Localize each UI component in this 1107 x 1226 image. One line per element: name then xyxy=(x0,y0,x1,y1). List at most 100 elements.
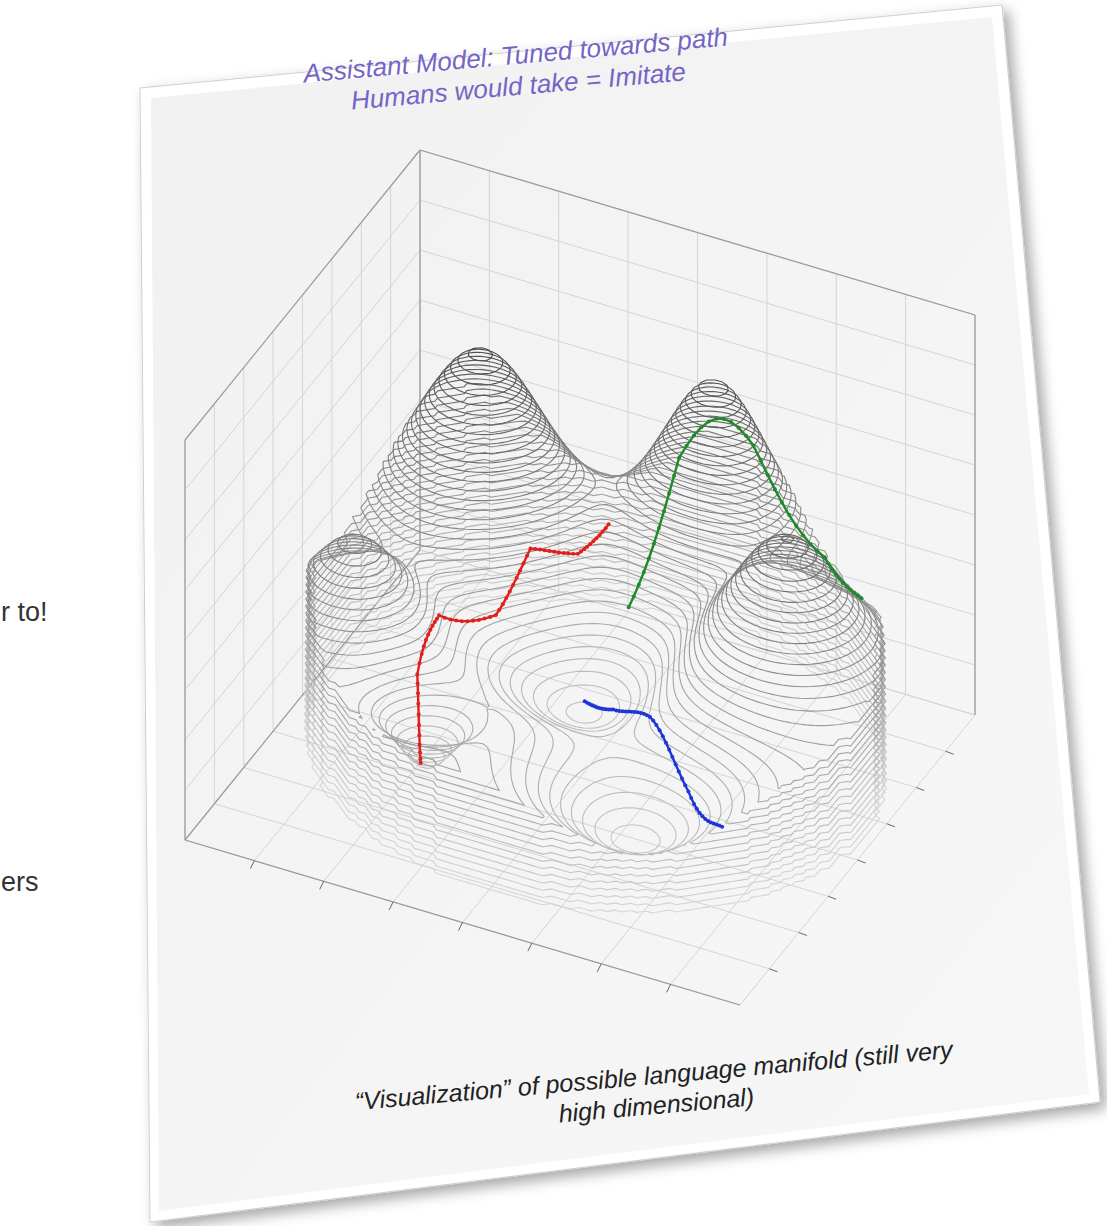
trajectory-dot xyxy=(667,492,671,496)
trajectory-dot xyxy=(448,617,452,621)
trajectory-dot xyxy=(677,770,681,774)
trajectory-dot xyxy=(692,802,696,806)
trajectory-dot xyxy=(848,588,852,592)
contour-line xyxy=(439,361,741,418)
contour-surface xyxy=(304,348,886,913)
trajectory-dot xyxy=(529,546,533,550)
trajectory-dot xyxy=(707,420,711,424)
axis-tick xyxy=(528,943,532,951)
axis-edge xyxy=(185,550,420,840)
trajectory-dot xyxy=(588,542,592,546)
trajectory-dot xyxy=(419,761,423,765)
trajectory-dot xyxy=(525,554,529,558)
trajectory-dot xyxy=(585,545,589,549)
trajectory-dot xyxy=(816,549,820,553)
trajectory-dot xyxy=(695,807,699,811)
trajectory-dot xyxy=(627,605,631,609)
trajectory-dot xyxy=(642,570,646,574)
trajectory-dot xyxy=(751,443,755,447)
trajectory-dot xyxy=(664,741,668,745)
axis-tick xyxy=(250,861,254,869)
contour-line xyxy=(306,456,885,687)
axis-tick xyxy=(858,860,866,863)
trajectory-dot xyxy=(651,719,655,723)
contour-line xyxy=(468,348,492,361)
trajectory-dot xyxy=(834,572,838,576)
axis-tick xyxy=(946,751,954,754)
contour-line xyxy=(444,356,735,407)
trajectory-dot xyxy=(557,550,561,554)
trajectory-dot xyxy=(773,487,777,491)
axis-tick xyxy=(887,824,895,827)
contour-line xyxy=(306,442,871,665)
axis-tick xyxy=(916,788,924,791)
grid-line xyxy=(905,294,906,694)
trajectory-dot xyxy=(683,783,687,787)
trajectory-dot xyxy=(508,590,512,594)
trajectory-dot xyxy=(837,577,841,581)
trajectory-dot xyxy=(759,458,763,462)
contour-line xyxy=(337,408,842,612)
trajectory-dot xyxy=(533,547,537,551)
trajectory-dot xyxy=(471,619,475,623)
contour-line xyxy=(429,369,750,437)
slide-text-fragment-holder: r to! xyxy=(1,596,48,628)
trajectory-dot xyxy=(808,542,812,546)
trajectory-dot xyxy=(692,433,696,437)
trajectory-dot xyxy=(418,743,422,747)
contour-line xyxy=(403,402,837,602)
axis-tick xyxy=(828,896,836,899)
trajectory-dot xyxy=(604,526,608,530)
axis-tick xyxy=(799,933,807,936)
trajectory-dot xyxy=(497,608,501,612)
trajectory-dot xyxy=(443,616,447,620)
photo-ground xyxy=(151,17,1089,1211)
trajectory-dot xyxy=(426,632,430,636)
trajectory-dot xyxy=(494,613,498,617)
trajectory-line xyxy=(629,419,862,608)
trajectory-dot xyxy=(504,596,508,600)
trajectory xyxy=(627,417,864,610)
trajectory-dot xyxy=(416,691,420,695)
axis-edge xyxy=(185,150,420,440)
trajectory-dot xyxy=(417,723,421,727)
trajectory-dot xyxy=(845,584,849,588)
trajectory-dot xyxy=(597,533,601,537)
slide-text-fragment-holder: ers xyxy=(1,866,39,898)
contour-line xyxy=(328,414,848,623)
trajectory-dot xyxy=(744,434,748,438)
axis-edge xyxy=(185,840,740,1005)
trajectory-dot xyxy=(714,417,718,421)
trajectory-dot xyxy=(654,723,658,727)
trajectory-dot xyxy=(680,777,684,781)
axis-tick xyxy=(389,902,393,910)
contour-line xyxy=(306,477,886,726)
trajectory-dot xyxy=(823,555,827,559)
trajectory-line xyxy=(417,524,608,763)
grid-line xyxy=(185,440,186,840)
contour-line xyxy=(305,520,886,827)
trajectory-dot xyxy=(416,681,420,685)
trajectory-dot xyxy=(658,728,662,732)
grid-line xyxy=(185,200,420,490)
trajectory-dot xyxy=(826,562,830,566)
trajectory-dot xyxy=(433,620,437,624)
trajectory-dot xyxy=(720,825,724,829)
contour-line xyxy=(304,584,886,898)
trajectory-dot xyxy=(417,733,421,737)
trajectory-dot xyxy=(667,748,671,752)
trajectory-dot xyxy=(648,715,652,719)
trajectory-dot xyxy=(416,702,420,706)
trajectory-line xyxy=(585,701,722,827)
trajectory-dot xyxy=(415,672,419,676)
grid-line xyxy=(420,150,975,315)
trajectory-dot xyxy=(538,548,542,552)
trajectory-dot xyxy=(420,652,424,656)
grid-line xyxy=(420,200,975,365)
trajectory-dot xyxy=(841,581,845,585)
trajectory-dot xyxy=(652,542,656,546)
trajectory-dot xyxy=(562,551,566,555)
trajectory xyxy=(583,699,724,829)
axes-grid xyxy=(185,150,975,1005)
trajectory-dot xyxy=(511,583,515,587)
